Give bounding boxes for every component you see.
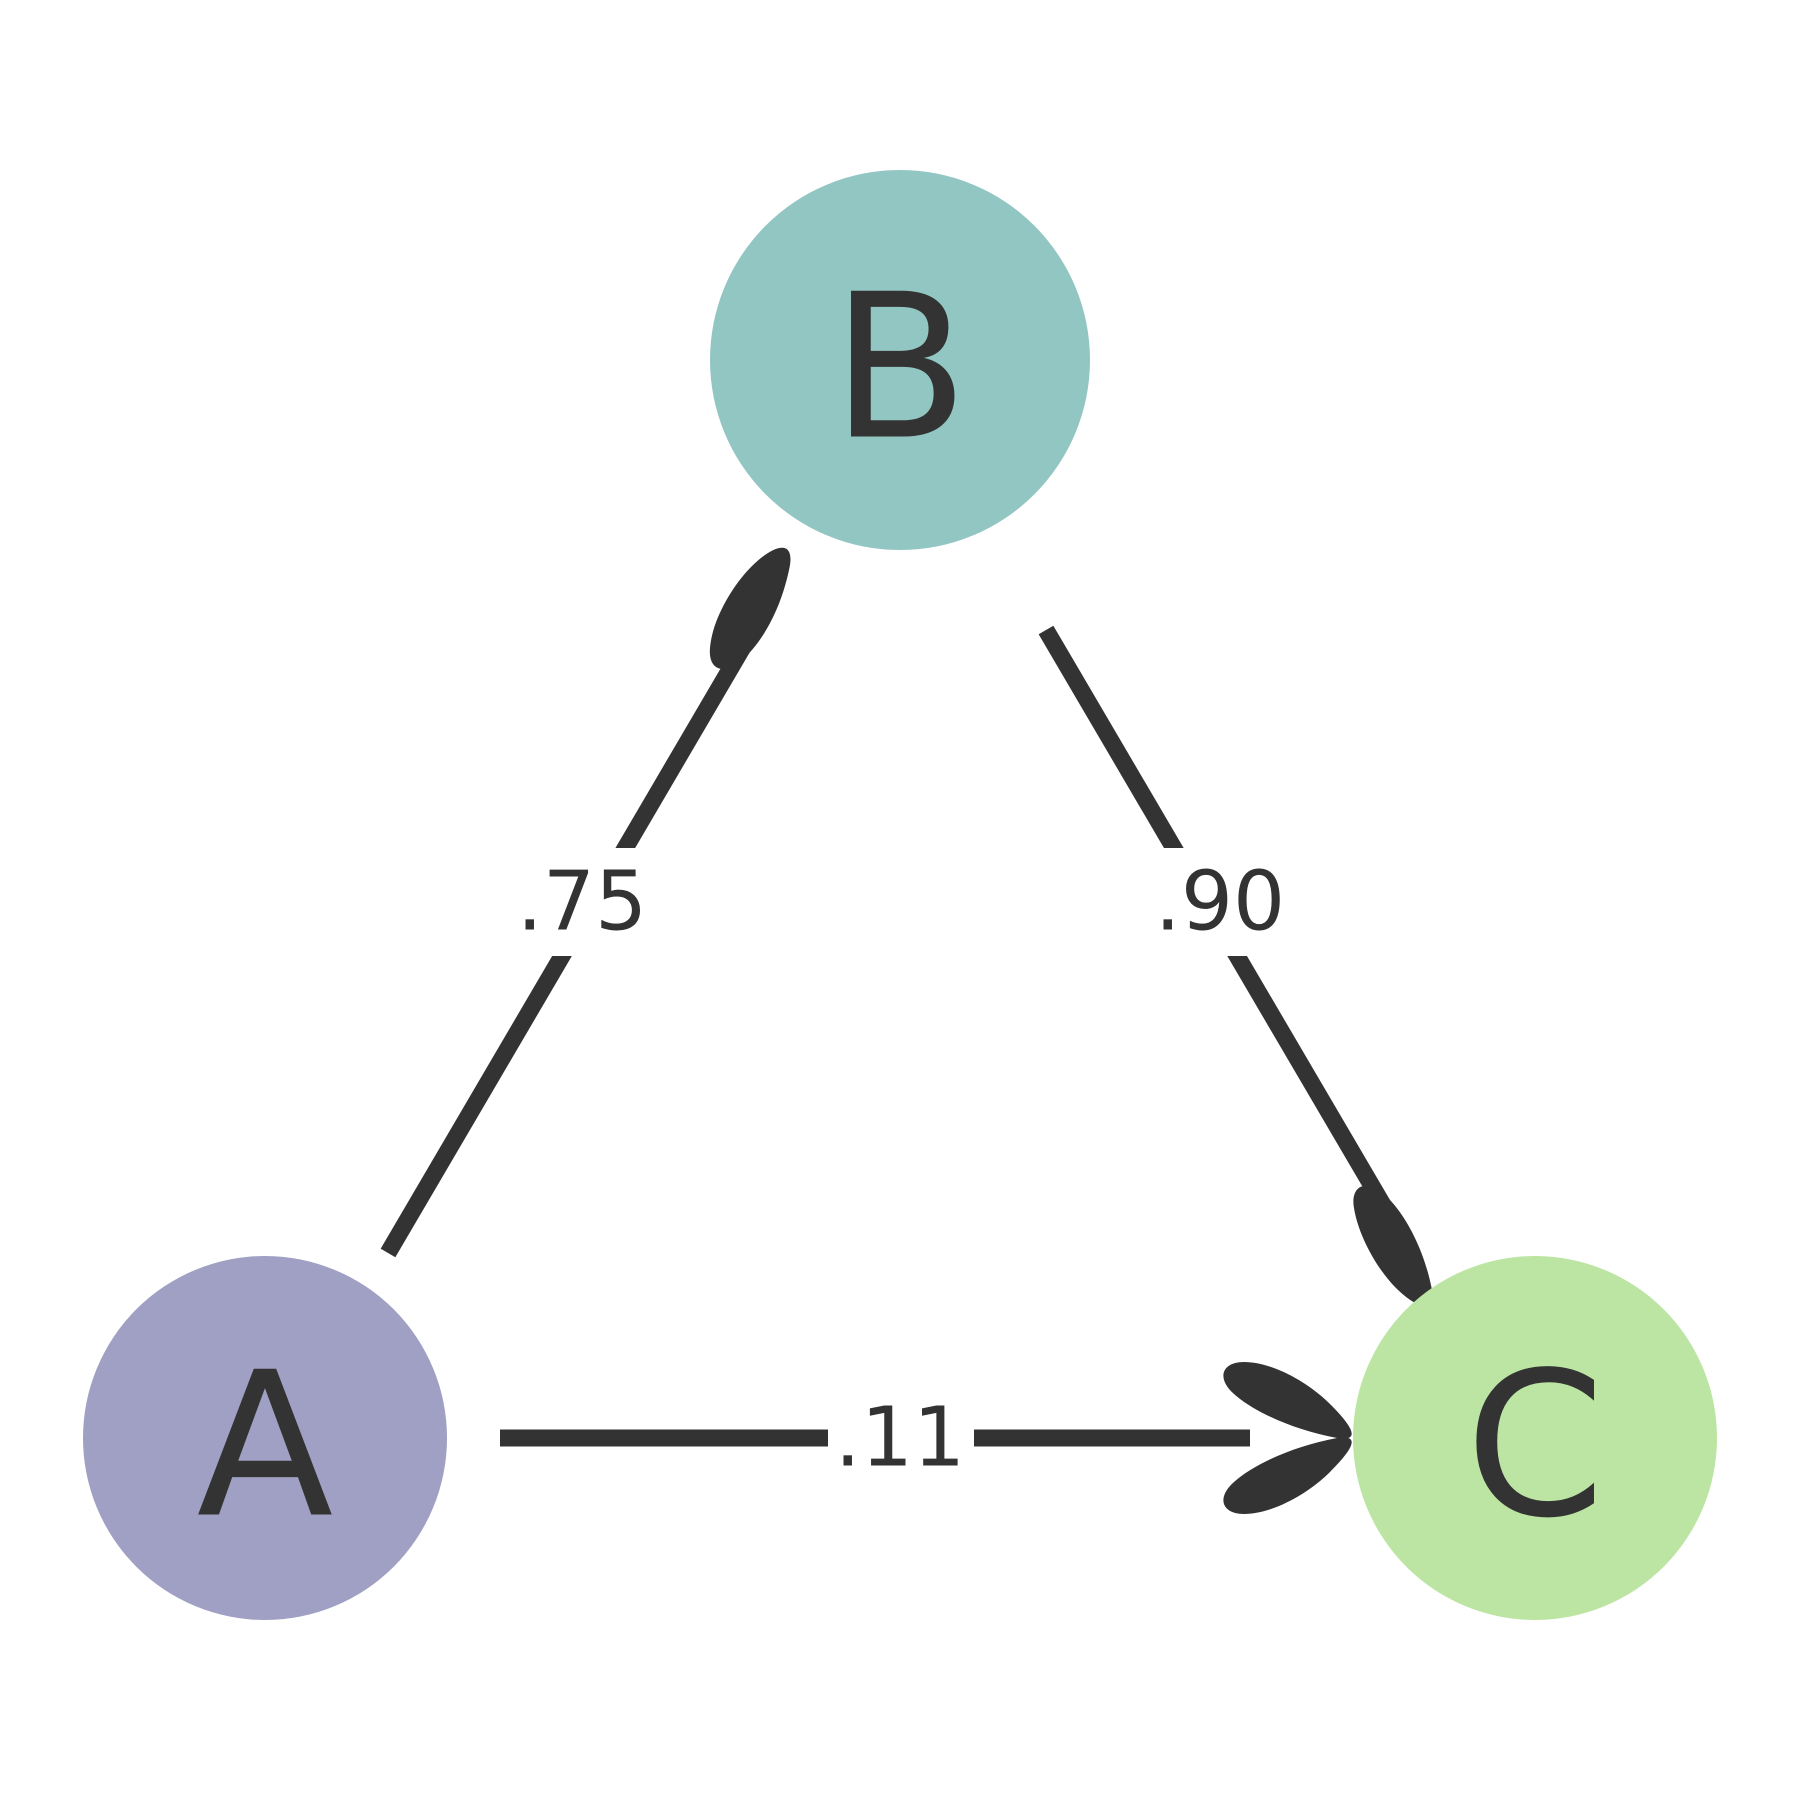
edge-label-a-to-c-group: .11 <box>828 1386 974 1490</box>
edge-layer <box>380 547 1434 1514</box>
node-a-circle <box>83 1256 447 1620</box>
node-b[interactable]: B <box>710 170 1090 550</box>
node-a-label: A <box>197 1330 334 1563</box>
node-layer: A B C <box>83 170 1717 1620</box>
edge-label-a-to-b: .75 <box>517 855 647 950</box>
edge-label-layer: .75 .90 .11 <box>505 848 1297 1490</box>
node-b-circle <box>710 170 1090 550</box>
node-b-label: B <box>831 252 968 485</box>
edge-label-b-to-c: .90 <box>1155 855 1285 950</box>
edge-label-a-to-b-bg <box>505 848 660 956</box>
edge-label-a-to-c-bg <box>828 1386 974 1490</box>
node-c-label: C <box>1465 1330 1605 1563</box>
edge-label-a-to-b-group: .75 <box>505 848 660 956</box>
edge-b-to-c-arrowhead <box>1353 1185 1434 1307</box>
edge-label-a-to-c: .11 <box>835 1391 965 1486</box>
node-c[interactable]: C <box>1353 1256 1717 1620</box>
node-c-circle <box>1353 1256 1717 1620</box>
edge-a-to-c-arrowhead <box>1223 1362 1352 1514</box>
edge-b-to-c[interactable] <box>1038 625 1434 1307</box>
edge-label-b-to-c-group: .90 <box>1142 848 1297 956</box>
edge-a-to-b-arrowhead <box>709 547 791 670</box>
edge-label-b-to-c-bg <box>1142 848 1297 956</box>
node-a[interactable]: A <box>83 1256 447 1620</box>
